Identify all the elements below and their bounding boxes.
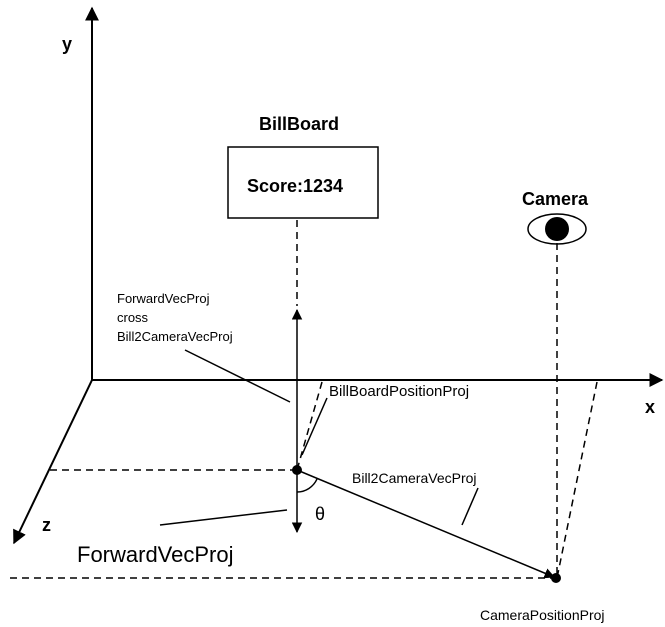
camera-pupil-icon (545, 217, 569, 241)
billboard-position-label: BillBoardPositionProj (329, 383, 469, 400)
z-axis (13, 379, 93, 545)
bill2camera-label: Bill2CameraVecProj (352, 470, 477, 486)
cross-label-line3: Bill2CameraVecProj (117, 329, 233, 344)
bill2camera-vector-arrow (296, 469, 555, 579)
z-axis-label: z (42, 515, 51, 535)
bill2camera-pointer (461, 487, 479, 526)
camera-depth-dashed (556, 381, 598, 579)
camera-position-point (551, 573, 561, 583)
billboard-position-point (292, 465, 302, 475)
billboard-title: BillBoard (259, 114, 339, 134)
y-axis-label: y (62, 34, 72, 54)
billboard-depth-dashed (296, 381, 323, 471)
theta-angle-arc (296, 478, 318, 493)
cross-label-pointer (184, 349, 291, 403)
billboard-score: Score:1234 (247, 176, 343, 196)
camera-label: Camera (522, 189, 589, 209)
billboard-position-pointer (301, 397, 328, 456)
x-axis-label: x (645, 397, 655, 417)
forward-vector-label: ForwardVecProj (77, 542, 234, 567)
cross-label-line2: cross (117, 310, 149, 325)
billboard-box (227, 146, 379, 219)
cross-label-line1: ForwardVecProj (117, 291, 210, 306)
forward-label-pointer (159, 509, 288, 526)
theta-label: θ (315, 504, 325, 524)
camera-position-label: CameraPositionProj (480, 607, 605, 623)
